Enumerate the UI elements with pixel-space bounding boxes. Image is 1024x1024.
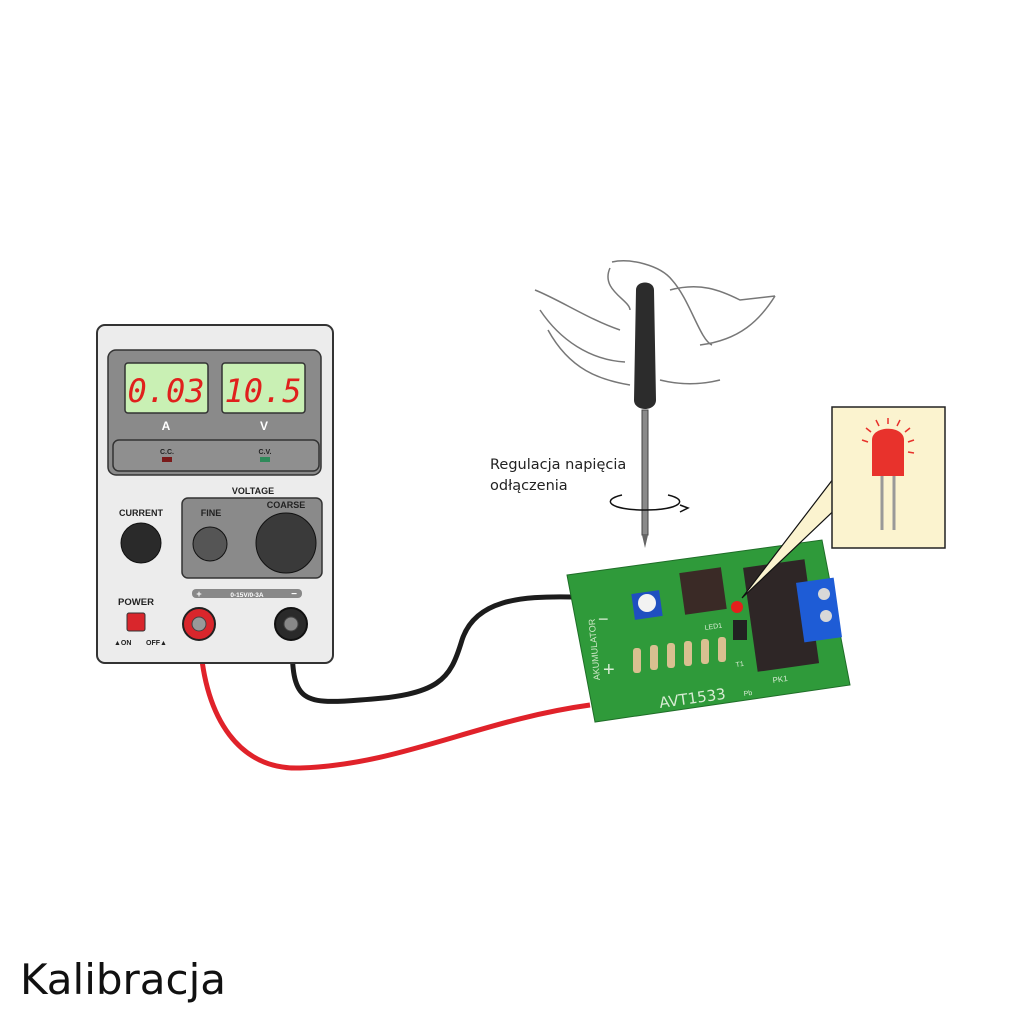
cv-indicator xyxy=(260,457,270,462)
adjustment-annotation: Regulacja napięcia odłączenia xyxy=(490,455,626,497)
led-callout-box xyxy=(831,406,946,549)
pcb-plus: + xyxy=(603,659,615,681)
pcb-board: AKUMULATOR AVT1533 Pb LED1 T1 PK1 + − xyxy=(566,539,851,723)
screwdriver xyxy=(634,282,656,548)
rotation-arrow-icon xyxy=(609,494,690,513)
t1-label: T1 xyxy=(735,661,744,669)
fine-knob[interactable] xyxy=(192,526,228,562)
plus-sign: + xyxy=(196,589,201,599)
black-wire xyxy=(289,594,573,704)
voltage-label: VOLTAGE xyxy=(232,486,274,496)
cc-indicator xyxy=(162,457,172,462)
led-label: LED1 xyxy=(704,623,722,632)
ic-chip xyxy=(679,567,727,615)
hand-illustration xyxy=(534,260,776,386)
annotation-line-2: odłączenia xyxy=(490,478,568,494)
power-switch[interactable] xyxy=(126,612,146,632)
resistors xyxy=(633,637,726,673)
off-label: OFF▲ xyxy=(146,640,167,647)
led xyxy=(731,601,743,613)
power-supply: 0.03 10.5 A V C.C. C.V. VOLTAGE CURRENT … xyxy=(96,324,334,664)
pk1-label: PK1 xyxy=(772,674,789,685)
current-knob-label: CURRENT xyxy=(119,508,164,518)
power-label: POWER xyxy=(118,597,154,608)
minus-sign: − xyxy=(291,589,297,600)
red-wire xyxy=(197,639,591,771)
pb-mark: Pb xyxy=(743,690,753,698)
voltage-readout: 10.5 xyxy=(224,372,301,410)
fine-knob-label: FINE xyxy=(201,508,222,518)
range-label: 0-15V/0-3A xyxy=(230,592,264,599)
led-closeup-icon xyxy=(861,418,915,530)
annotation-line-1: Regulacja napięcia xyxy=(490,457,627,473)
current-readout: 0.03 xyxy=(127,372,204,410)
voltage-unit-label: V xyxy=(260,419,268,433)
cc-label: C.C. xyxy=(160,449,174,456)
current-knob[interactable] xyxy=(120,522,162,564)
current-display xyxy=(124,362,209,414)
page-title: Kalibracja xyxy=(20,955,227,1004)
terminal-block xyxy=(796,577,842,643)
coarse-knob[interactable] xyxy=(255,512,317,574)
voltage-display xyxy=(221,362,306,414)
transistor xyxy=(733,620,747,640)
coarse-knob-label: COARSE xyxy=(267,500,306,510)
pcb-minus: − xyxy=(598,609,609,629)
cv-label: C.V. xyxy=(259,449,272,456)
on-label: ▲ON xyxy=(114,640,131,647)
current-unit-label: A xyxy=(162,419,171,433)
